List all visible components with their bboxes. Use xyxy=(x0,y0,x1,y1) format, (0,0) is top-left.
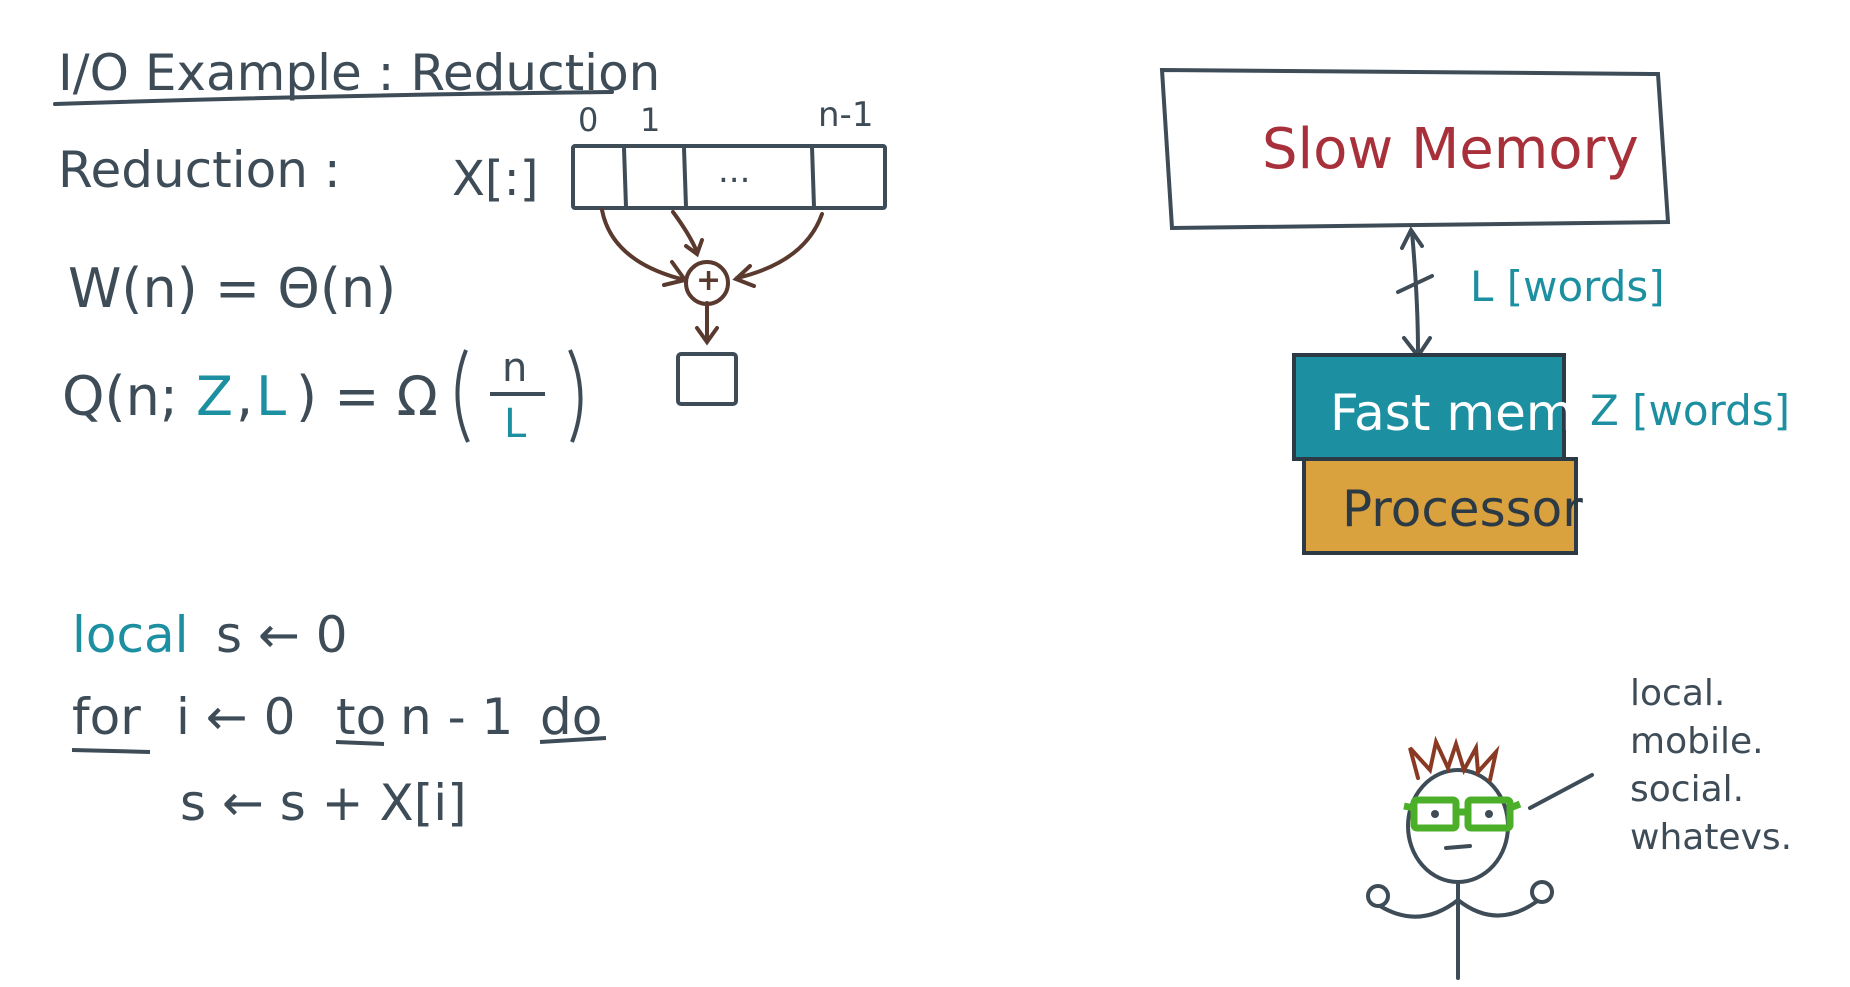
title-underline xyxy=(53,90,614,106)
reduction-arrows xyxy=(600,208,824,346)
fast-mem-size-label: Z [words] xyxy=(1590,386,1791,435)
stickman-hair xyxy=(1408,735,1500,782)
paren-left xyxy=(455,349,470,443)
do-underline xyxy=(539,736,607,744)
code-keyword-local: local xyxy=(72,606,189,664)
for-underline xyxy=(71,748,151,754)
array-index-first: 0 xyxy=(578,101,599,139)
code-line-1: s ← 0 xyxy=(216,606,348,664)
q-z: Z xyxy=(196,365,233,428)
processor-label: Processor xyxy=(1342,480,1583,538)
code-loop-var: i ← 0 xyxy=(176,688,296,746)
array-index-last: n-1 xyxy=(818,95,874,135)
array-x xyxy=(571,144,887,210)
processor-box xyxy=(1302,457,1578,555)
slow-memory-box xyxy=(1159,67,1671,231)
q-prefix: Q(n; xyxy=(62,365,178,428)
q-l: L xyxy=(256,365,287,428)
code-keyword-do: do xyxy=(540,688,603,746)
fast-mem-label: Fast mem. xyxy=(1330,384,1591,442)
note-line-4: whatevs. xyxy=(1630,817,1793,858)
link-label: L [words] xyxy=(1470,262,1665,311)
note-line-1: local. xyxy=(1630,673,1726,714)
fast-mem-box xyxy=(1292,353,1566,461)
fraction-denominator: L xyxy=(504,401,527,447)
note-line-2: mobile. xyxy=(1630,721,1764,762)
code-loop-end: n - 1 xyxy=(400,688,514,746)
plus-sign: + xyxy=(696,263,722,298)
array-ellipsis: ... xyxy=(718,151,751,191)
page-title: I/O Example : Reduction xyxy=(58,44,661,102)
code-line-3: s ← s + X[i] xyxy=(180,774,467,832)
stickman-eyes xyxy=(1431,810,1493,818)
result-box xyxy=(676,352,738,406)
reduction-label: Reduction : xyxy=(58,141,341,199)
plus-node xyxy=(684,260,730,306)
work-equation: W(n) = Θ(n) xyxy=(68,257,397,320)
to-underline xyxy=(335,740,385,746)
note-line-3: social. xyxy=(1630,769,1745,810)
q-mid: ) = Ω xyxy=(296,365,438,428)
memory-link-arrow xyxy=(1396,226,1434,360)
slow-memory-label: Slow Memory xyxy=(1262,117,1639,182)
fraction-numerator: n xyxy=(502,345,528,391)
paren-right xyxy=(568,349,583,443)
array-label: X[:] xyxy=(452,151,539,207)
code-keyword-to: to xyxy=(336,688,387,746)
code-keyword-for: for xyxy=(72,688,141,746)
q-comma: , xyxy=(236,365,254,428)
array-index-second: 1 xyxy=(640,101,661,139)
glasses-icon xyxy=(1403,796,1522,832)
